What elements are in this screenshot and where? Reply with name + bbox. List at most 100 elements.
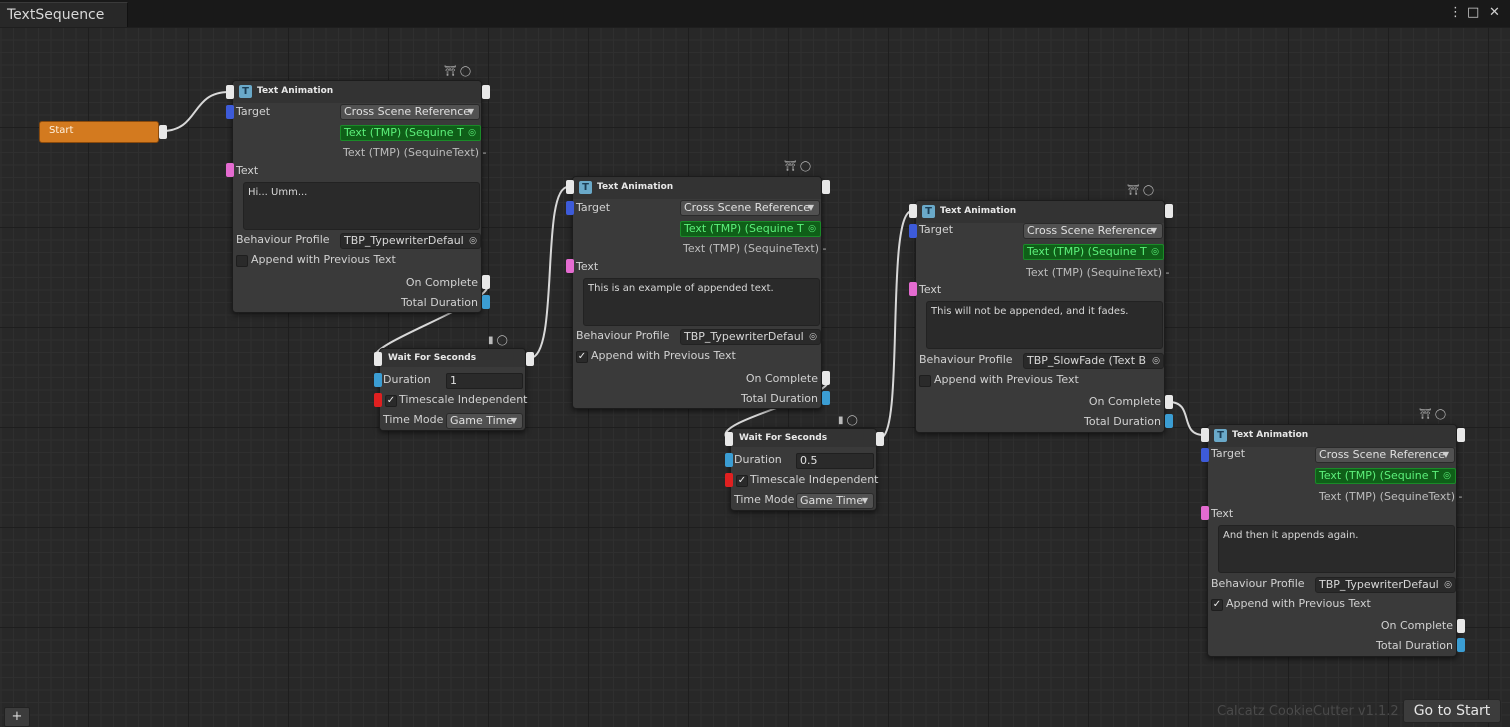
text-area[interactable]: This is an example of appended text. — [583, 278, 820, 326]
flow-output-port[interactable] — [822, 180, 830, 194]
append-checkbox[interactable]: ✓ — [576, 351, 588, 363]
object-picker-icon[interactable]: ◎ — [1152, 356, 1160, 366]
total-duration-port[interactable] — [482, 295, 490, 309]
start-label: Start — [49, 125, 74, 136]
target-object-field[interactable]: Text (TMP) (Sequine T◎ — [1023, 244, 1164, 260]
close-icon[interactable]: ✕ — [1489, 5, 1500, 20]
append-checkbox[interactable] — [236, 255, 248, 267]
total-duration-port[interactable] — [1457, 638, 1465, 652]
text-animation-icon: T — [239, 85, 252, 98]
tab-textsequence[interactable]: TextSequence — [0, 2, 128, 27]
text-animation-node-4[interactable]: T Text Animation Target Cross Scene Refe… — [1207, 424, 1462, 657]
total-duration-label: Total Duration — [1084, 415, 1161, 428]
on-complete-port[interactable] — [822, 371, 830, 385]
behaviour-profile-field[interactable]: TBP_SlowFade (Text B◎ — [1023, 353, 1164, 369]
append-label: Append with Previous Text — [1226, 597, 1371, 610]
text-animation-node-2[interactable]: T Text Animation Target Cross Scene Refe… — [572, 176, 826, 409]
node2-header-icons: ⛩ ◯ — [784, 161, 812, 172]
append-label: Append with Previous Text — [934, 373, 1079, 386]
text-animation-node-3[interactable]: T Text Animation Target Cross Scene Refe… — [915, 200, 1169, 433]
text-input-port[interactable] — [566, 259, 574, 273]
wait-for-seconds-node-1[interactable]: Wait For Seconds Duration 1 ✓ Timescale … — [379, 348, 528, 431]
target-object-field[interactable]: Text (TMP) (Sequine T◎ — [1315, 468, 1456, 484]
total-duration-port[interactable] — [822, 391, 830, 405]
text-input-port[interactable] — [909, 282, 917, 296]
on-complete-label: On Complete — [1088, 395, 1161, 408]
duration-label: Duration — [734, 453, 782, 466]
behaviour-profile-field[interactable]: TBP_TypewriterDefaul◎ — [1315, 577, 1456, 593]
text-area[interactable]: Hi... Umm... — [243, 182, 480, 230]
flow-output-port[interactable] — [526, 352, 534, 366]
reference-type-dropdown[interactable]: Cross Scene Reference▼ — [680, 200, 820, 216]
timescale-checkbox[interactable]: ✓ — [736, 475, 748, 487]
text-input-port[interactable] — [226, 163, 234, 177]
on-complete-port[interactable] — [482, 275, 490, 289]
target-label: Target — [919, 223, 954, 236]
timescale-port[interactable] — [725, 473, 733, 487]
wait-for-seconds-node-2[interactable]: Wait For Seconds Duration 0.5 ✓ Timescal… — [730, 428, 878, 511]
go-to-start-button[interactable]: Go to Start — [1403, 699, 1501, 723]
object-picker-icon[interactable]: ◎ — [1444, 580, 1452, 590]
object-picker-icon[interactable]: ◎ — [468, 128, 476, 138]
duration-port[interactable] — [374, 373, 382, 387]
duration-port[interactable] — [725, 453, 733, 467]
start-node[interactable]: Start — [39, 121, 159, 143]
target-input-port[interactable] — [566, 201, 574, 215]
flow-output-port[interactable] — [1165, 204, 1173, 218]
time-mode-dropdown[interactable]: Game Time▼ — [446, 413, 523, 429]
text-area[interactable]: This will not be appended, and it fades. — [926, 301, 1163, 349]
total-duration-port[interactable] — [1165, 414, 1173, 428]
flow-output-port[interactable] — [876, 432, 884, 446]
on-complete-port[interactable] — [1165, 395, 1173, 409]
flow-input-port[interactable] — [725, 432, 733, 446]
reference-type-dropdown[interactable]: Cross Scene Reference▼ — [1315, 447, 1455, 463]
target-object-field[interactable]: Text (TMP) (Sequine T◎ — [680, 221, 821, 237]
maximize-icon[interactable]: □ — [1467, 5, 1480, 20]
target-input-port[interactable] — [909, 224, 917, 238]
behaviour-profile-label: Behaviour Profile — [919, 353, 1013, 366]
target-object-field[interactable]: Text (TMP) (Sequine T◎ — [340, 125, 481, 141]
append-checkbox[interactable] — [919, 375, 931, 387]
object-picker-icon[interactable]: ◎ — [1151, 247, 1159, 257]
flow-input-port[interactable] — [374, 352, 382, 366]
on-complete-port[interactable] — [1457, 619, 1465, 633]
target-input-port[interactable] — [226, 105, 234, 119]
target-input-port[interactable] — [1201, 448, 1209, 462]
text-animation-node-1[interactable]: T Text Animation Target Cross Scene Refe… — [232, 80, 486, 313]
reference-type-dropdown[interactable]: Cross Scene Reference▼ — [340, 104, 480, 120]
node-header — [916, 201, 1164, 223]
flow-input-port[interactable] — [566, 180, 574, 194]
object-picker-icon[interactable]: ◎ — [808, 224, 816, 234]
start-output-port[interactable] — [159, 125, 167, 139]
total-duration-label: Total Duration — [1376, 639, 1453, 652]
duration-input[interactable]: 1 — [446, 373, 523, 389]
flow-input-port[interactable] — [1201, 428, 1209, 442]
add-node-button[interactable]: + — [4, 707, 30, 727]
object-picker-icon[interactable]: ◎ — [809, 332, 817, 342]
text-area[interactable]: And then it appends again. — [1218, 525, 1455, 573]
behaviour-profile-field[interactable]: TBP_TypewriterDefaul◎ — [680, 329, 821, 345]
time-mode-value: Game Time — [800, 494, 864, 507]
node-header — [1208, 425, 1456, 447]
append-label: Append with Previous Text — [251, 253, 396, 266]
object-picker-icon[interactable]: ◎ — [469, 236, 477, 246]
node3-header-icons: ⛩ ◯ — [1127, 185, 1155, 196]
timescale-port[interactable] — [374, 393, 382, 407]
chevron-down-icon: ▼ — [1150, 226, 1157, 235]
timescale-label: Timescale Independent — [399, 393, 528, 406]
chevron-down-icon: ▼ — [807, 203, 814, 212]
reference-type-dropdown[interactable]: Cross Scene Reference▼ — [1023, 223, 1163, 239]
flow-input-port[interactable] — [226, 85, 234, 99]
flow-output-port[interactable] — [482, 85, 490, 99]
flow-input-port[interactable] — [909, 204, 917, 218]
kebab-menu-icon[interactable]: ⋮ — [1449, 5, 1462, 20]
timescale-checkbox[interactable]: ✓ — [385, 395, 397, 407]
duration-input[interactable]: 0.5 — [796, 453, 874, 469]
text-input-port[interactable] — [1201, 506, 1209, 520]
total-duration-label: Total Duration — [741, 392, 818, 405]
append-checkbox[interactable]: ✓ — [1211, 599, 1223, 611]
behaviour-profile-field[interactable]: TBP_TypewriterDefaul◎ — [340, 233, 481, 249]
object-picker-icon[interactable]: ◎ — [1443, 471, 1451, 481]
time-mode-dropdown[interactable]: Game Time▼ — [796, 493, 874, 509]
flow-output-port[interactable] — [1457, 428, 1465, 442]
